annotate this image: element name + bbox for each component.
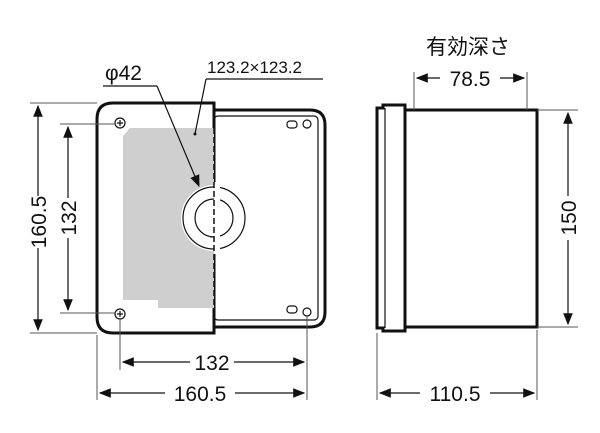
front-view [95, 101, 327, 335]
hole-diameter-label: φ42 [105, 62, 142, 85]
effective-depth-title: 有効深さ [426, 36, 510, 59]
front-dimensions: 160.5 132 132 160.5 φ42 123.2×123.2 [28, 58, 323, 406]
side-view [375, 103, 539, 333]
outer-height-label: 160.5 [28, 196, 51, 249]
inner-height-label: 132 [58, 200, 81, 235]
body-outline [212, 108, 327, 329]
opening-size-label: 123.2×123.2 [207, 58, 302, 77]
side-dimensions: 有効深さ 78.5 150 110.5 [376, 36, 581, 406]
effective-depth-label: 78.5 [450, 68, 491, 91]
opening-area [123, 128, 214, 308]
inner-width-label: 132 [194, 352, 229, 375]
depth-label: 110.5 [430, 383, 481, 406]
side-height-label: 150 [558, 200, 581, 235]
outer-width-label: 160.5 [174, 383, 227, 406]
